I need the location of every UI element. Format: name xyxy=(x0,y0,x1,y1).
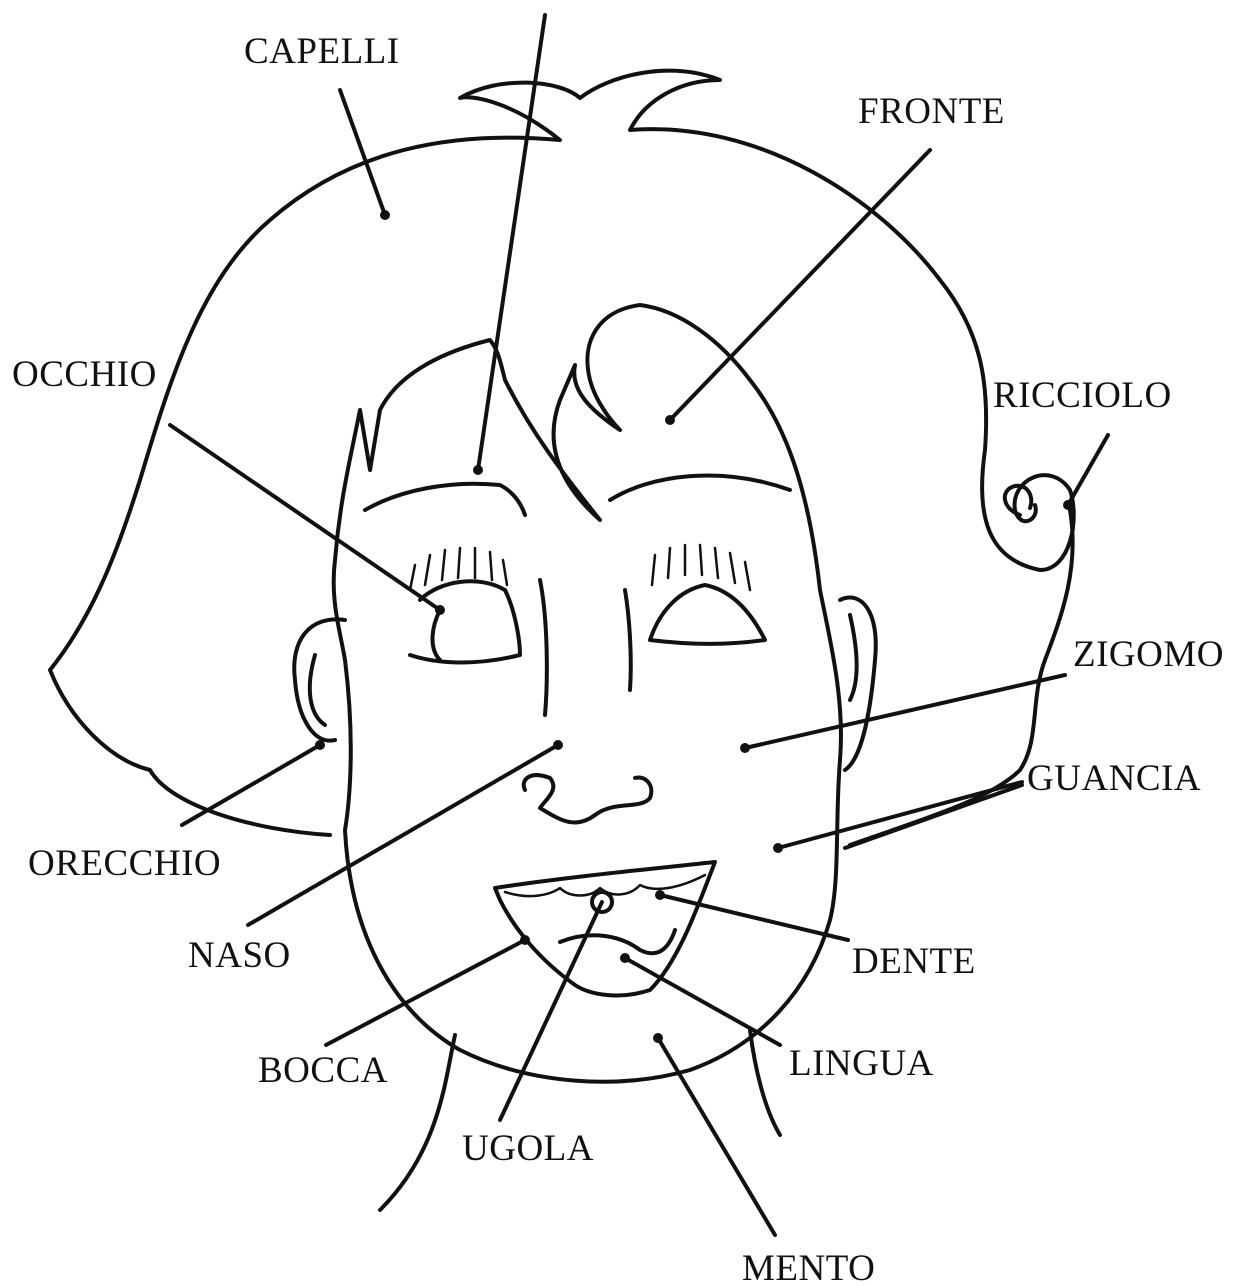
dot-naso xyxy=(553,740,563,750)
dot-bocca xyxy=(520,935,530,945)
label-fronte: FRONTE xyxy=(858,93,1005,130)
label-lingua: LINGUA xyxy=(789,1045,934,1082)
ear-left-inner xyxy=(310,655,325,725)
leader-bocca xyxy=(326,940,525,1045)
leader-occhio xyxy=(170,425,440,610)
eye-right xyxy=(650,585,765,644)
label-capelli: CAPELLI xyxy=(244,33,400,70)
nose xyxy=(524,775,652,822)
label-guancia: GUANCIA xyxy=(1027,760,1201,797)
label-mento: MENTO xyxy=(742,1250,875,1286)
mouth-outer xyxy=(495,862,715,995)
eyebrow-left xyxy=(365,484,525,515)
dot-ricciolo xyxy=(1063,500,1073,510)
hair-outline xyxy=(50,71,1074,835)
leader-naso xyxy=(248,745,558,925)
ear-right xyxy=(840,598,876,771)
label-ricciolo: RICCIOLO xyxy=(993,377,1172,414)
eyebrow-right xyxy=(610,476,790,500)
dot-occhio xyxy=(435,605,445,615)
face-outline xyxy=(334,305,841,1082)
label-naso: NASO xyxy=(188,937,291,974)
leader-ugola xyxy=(500,902,602,1120)
dot-guancia xyxy=(773,843,783,853)
nose-line-right xyxy=(625,590,631,690)
eye-left-iris xyxy=(433,610,441,660)
nose-line-left xyxy=(540,580,547,715)
eyelash-right xyxy=(652,545,750,590)
dot-zigomo xyxy=(740,743,750,753)
label-ugola: UGOLA xyxy=(462,1130,594,1167)
leader-zigomo xyxy=(745,675,1065,748)
tongue xyxy=(560,930,675,953)
label-zigomo: ZIGOMO xyxy=(1073,636,1224,673)
dot-mento xyxy=(653,1033,663,1043)
eye-left xyxy=(410,581,520,662)
leader-lingua xyxy=(625,958,780,1045)
leader-guancia-2 xyxy=(845,785,1022,848)
dot-capelli xyxy=(380,210,390,220)
leader-guancia-1 xyxy=(778,782,1022,848)
neck-right xyxy=(750,1030,780,1135)
dot-fronte xyxy=(665,415,675,425)
label-dente: DENTE xyxy=(852,943,976,980)
leader-fronte xyxy=(670,150,930,420)
leader-ricciolo xyxy=(1068,435,1108,505)
neck-left xyxy=(380,1035,455,1210)
label-occhio: OCCHIO xyxy=(12,356,157,393)
dot-top xyxy=(473,465,483,475)
dot-orecchio xyxy=(315,740,325,750)
label-bocca: BOCCA xyxy=(258,1052,388,1089)
ear-right-inner xyxy=(850,615,857,700)
label-orecchio: ORECCHIO xyxy=(28,845,221,882)
leader-capelli xyxy=(340,90,385,215)
dot-lingua xyxy=(620,953,630,963)
dot-dente xyxy=(655,890,665,900)
leader-orecchio xyxy=(182,745,320,825)
